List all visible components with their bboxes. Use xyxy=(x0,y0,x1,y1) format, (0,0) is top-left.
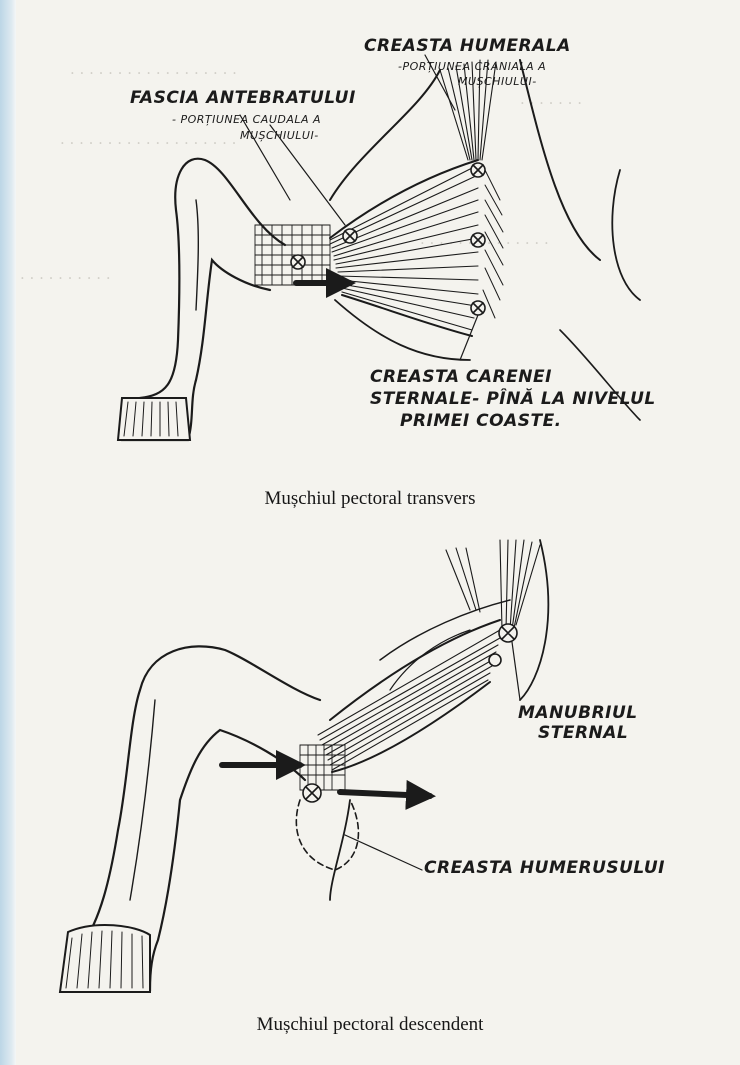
label-sternale: STERNALE- PÎNĂ LA NIVELUL xyxy=(370,389,656,409)
label-portiunea-caudala-2: MUȘCHIULUI- xyxy=(240,129,319,142)
label-portiunea-craniala-2: MUȘCHIULUI- xyxy=(458,75,537,88)
bottom-fascia-hatch xyxy=(300,745,345,790)
bottom-hoof xyxy=(60,925,150,992)
label-creasta-humerusului: CREASTA HUMERUSULUI xyxy=(424,858,665,878)
pectoral-transverse-muscle xyxy=(330,160,478,336)
caption-bottom: Mușchiul pectoral descendent xyxy=(0,1014,740,1036)
top-hoof xyxy=(118,398,190,440)
pectoral-descending-muscle xyxy=(318,600,510,772)
label-portiunea-caudala: - PORȚIUNEA CAUDALA A xyxy=(172,113,321,126)
label-portiunea-craniala: -PORȚIUNEA CRANIALA A xyxy=(398,60,546,73)
bottom-arrow-right xyxy=(340,792,430,796)
label-primei-coaste: PRIMEI COASTE. xyxy=(400,411,562,431)
label-sternal: STERNAL xyxy=(538,723,628,743)
label-creasta-carenei: CREASTA CARENEI xyxy=(370,367,552,387)
caption-top: Mușchiul pectoral transvers xyxy=(0,488,740,510)
label-creasta-humerala: CREASTA HUMERALA xyxy=(364,36,571,56)
bottom-figure xyxy=(60,540,548,992)
fascia-hatch xyxy=(255,225,330,285)
label-fascia: FASCIA ANTEBRATULUI xyxy=(130,88,356,108)
label-manubriul: MANUBRIUL xyxy=(518,703,638,723)
